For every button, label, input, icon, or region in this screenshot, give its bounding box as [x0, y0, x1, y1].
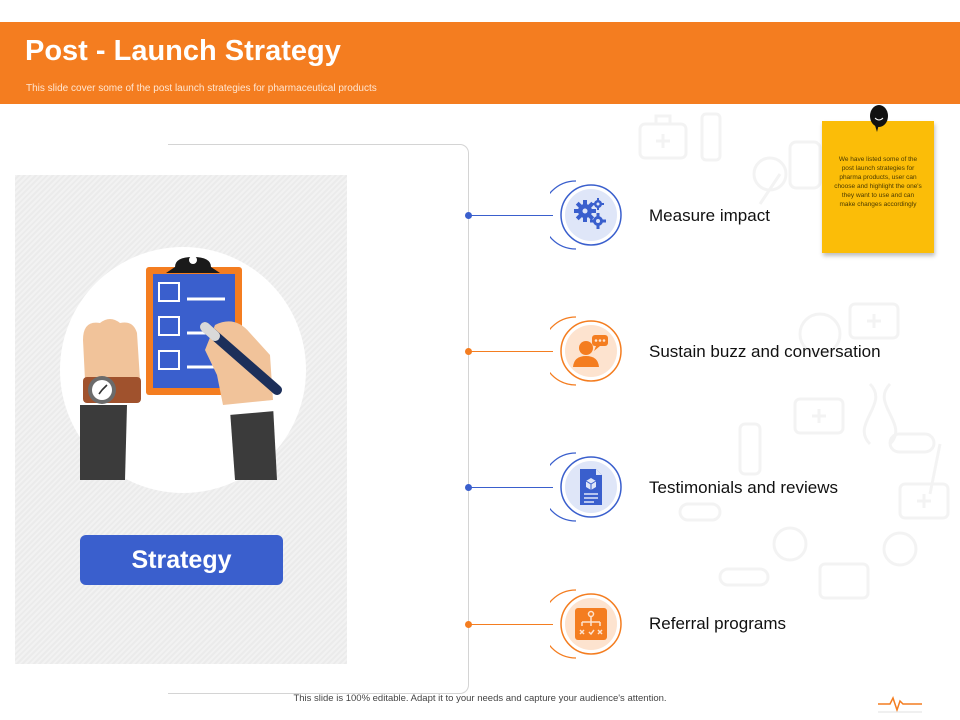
sticky-note: We have listed some of the post launch s… [822, 121, 934, 253]
footer-note: This slide is 100% editable. Adapt it to… [293, 693, 667, 704]
clipboard-hands-illustration [60, 247, 306, 493]
connector-dot-1 [465, 212, 472, 219]
slide-title: Post - Launch Strategy [25, 35, 341, 67]
connector-line-2 [468, 351, 553, 352]
gears-icon [550, 180, 622, 250]
item-label-measure-impact: Measure impact [649, 206, 770, 225]
slide-subtitle: This slide cover some of the post launch… [26, 83, 377, 94]
title-banner: Post - Launch Strategy This slide cover … [0, 22, 960, 104]
item-label-sustain-buzz: Sustain buzz and conversation [649, 342, 881, 361]
user-chat-icon [550, 316, 622, 386]
hierarchy-icon [550, 589, 622, 659]
connector-dot-3 [465, 484, 472, 491]
content-outline-frame [168, 144, 469, 694]
connector-dot-2 [465, 348, 472, 355]
connector-line-4 [468, 624, 553, 625]
medical-pattern-background [638, 112, 950, 600]
connector-dot-4 [465, 621, 472, 628]
connector-line-3 [468, 487, 553, 488]
sticky-note-text: We have listed some of the post launch s… [834, 156, 922, 209]
item-label-referral: Referral programs [649, 614, 786, 633]
pushpin-icon [870, 105, 888, 132]
document-icon [550, 452, 622, 522]
item-label-testimonials: Testimonials and reviews [649, 478, 838, 497]
heartbeat-icon [878, 696, 922, 713]
connector-line-1 [468, 215, 553, 216]
strategy-button[interactable]: Strategy [80, 535, 283, 585]
